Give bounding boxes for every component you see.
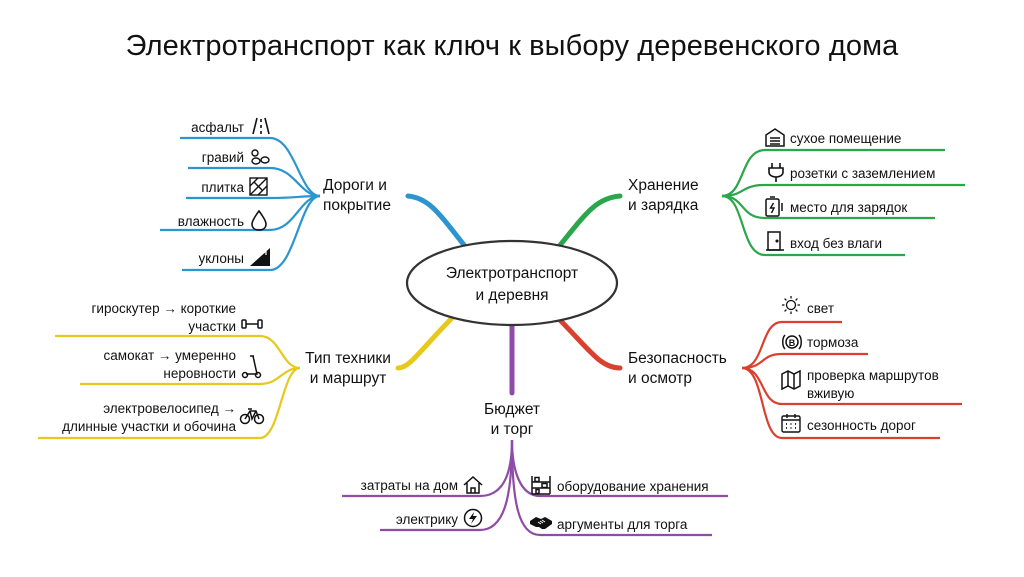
vehicles-leaf-ebike-line-2: длинные участки и обочина [62,419,236,434]
storage-leaf-grounded-sockets: розетки с заземлением [790,166,935,181]
svg-text:B: B [789,338,796,348]
roads-leaf-moisture: влажность [178,214,244,229]
safety-leaf-road-seasonality: сезонность дорог [807,418,916,433]
hoverboard-icon [241,319,263,329]
safety-leaves [741,320,962,440]
budget-leaf-house-costs: затраты на дом [361,478,458,493]
connector-roads [405,193,471,253]
vehicles-leaf-scooter-line-1: самокат → умеренно [104,348,236,363]
storage-leaf-dry-room: сухое помещение [790,131,901,146]
connector-vehicles [395,312,458,371]
branch-storage-line-1: Хранение [628,177,699,194]
scooter-icon [241,355,262,379]
budget-leaf-storage-equipment: оборудование хранения [557,479,709,494]
bolt-icon [463,508,483,528]
roads-leaves [160,136,321,272]
shelves-icon [531,476,551,495]
tile-icon [249,177,268,196]
vehicles-leaf-ebike-line-1: электровелосипед → [103,401,236,416]
storage-leaf-charging-place: место для зарядок [790,200,907,215]
plug-icon [768,163,784,182]
branch-roads-line-1: Дороги и [323,177,387,194]
door-icon [766,231,784,251]
roads-leaf-asphalt: асфальт [191,120,244,135]
slope-icon [250,248,270,266]
bicycle-icon [239,408,265,425]
branch-budget-line-1: Бюджет [484,401,540,418]
center-node: Электротранспорт и деревня [405,239,619,327]
roads-leaf-slopes: уклоны [198,251,244,266]
map-icon [781,369,801,391]
branch-vehicles-line-1: Тип техники [305,350,391,367]
droplet-icon [251,209,267,231]
safety-leaf-light: свет [807,301,834,316]
calendar-icon [781,414,801,433]
vehicles-leaves [38,334,301,440]
branch-budget-line-2: и торг [491,421,534,438]
safety-leaf-brakes: тормоза [807,335,859,350]
roads-leaf-gravel: гравий [202,150,244,165]
diagram-title: Электротранспорт как ключ к выбору дерев… [125,30,899,62]
house-icon [463,475,483,494]
storage-leaves [721,148,965,257]
branch-safety-line-2: и осмотр [628,370,692,387]
budget-leaf-bargaining-arguments: аргументы для торга [557,517,688,532]
budget-leaves [342,439,728,537]
gravel-icon [251,149,270,165]
safety-leaf-route-check-line-2: вживую [807,386,854,401]
vehicles-leaf-hoverboard-line-2: участки [188,319,236,334]
center-line-1: Электротранспорт [446,265,578,282]
vehicles-leaf-scooter-line-2: неровности [163,366,236,381]
connector-safety [552,312,623,371]
battery-charge-icon [765,196,783,217]
garage-icon [765,128,785,147]
safety-leaf-route-check-line-1: проверка маршрутов [807,368,939,383]
connector-storage [553,193,623,253]
vehicles-leaf-hoverboard-line-1: гироскутер → короткие [91,301,236,316]
branch-vehicles-line-2: и маршрут [310,370,387,387]
roads-leaf-tile: плитка [201,180,244,195]
road-icon [252,117,270,135]
light-icon [782,296,800,314]
center-line-2: и деревня [475,287,548,304]
branch-safety-line-1: Безопасность [628,350,727,367]
budget-leaf-electrics: электрику [396,512,458,527]
branch-roads-line-2: покрытие [323,197,391,214]
branch-storage-line-2: и зарядка [628,197,699,214]
handshake-icon [530,517,552,529]
brake-icon: B [782,334,802,350]
storage-leaf-dry-entrance: вход без влаги [790,236,882,251]
